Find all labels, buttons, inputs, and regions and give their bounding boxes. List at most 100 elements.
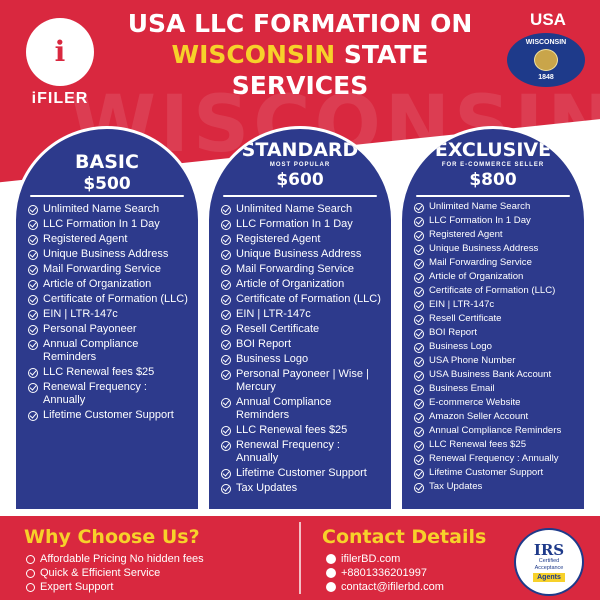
plan-feature-text: EIN | LTR-147c — [43, 308, 118, 320]
footer-band: Why Choose Us? Affordable Pricing No hid… — [0, 516, 600, 600]
plan-feature-text: Business Email — [429, 383, 495, 394]
plan-feature-item: Personal Payoneer — [28, 323, 190, 336]
irs-badge: IRS Certified Acceptance Agents — [514, 528, 584, 596]
check-circle-icon — [414, 231, 424, 241]
plan-feature-item: Mail Forwarding Service — [28, 263, 190, 276]
plan-feature-text: LLC Formation In 1 Day — [429, 215, 531, 226]
contact-phone[interactable]: +8801336201997 — [326, 566, 444, 580]
plan-feature-text: Renewal Frequency : Annually — [429, 453, 559, 464]
plan-feature-text: Lifetime Customer Support — [429, 467, 544, 478]
check-circle-icon — [221, 398, 231, 408]
plan-feature-item: LLC Formation In 1 Day — [414, 215, 576, 227]
flag-year: 1848 — [538, 74, 554, 81]
plan-feature-item: Business Logo — [221, 353, 383, 366]
check-circle-icon — [28, 280, 38, 290]
plan-feature-text: LLC Renewal fees $25 — [236, 424, 348, 436]
check-circle-icon — [28, 368, 38, 378]
plan-feature-item: Unique Business Address — [221, 248, 383, 261]
plan-feature-item: Amazon Seller Account — [414, 411, 576, 423]
plan-feature-text: E-commerce Website — [429, 397, 521, 408]
plan-feature-item: LLC Formation In 1 Day — [221, 218, 383, 231]
whatsapp-icon — [326, 568, 336, 578]
check-circle-icon — [221, 325, 231, 335]
footer-divider — [299, 522, 301, 594]
check-circle-icon — [414, 427, 424, 437]
plan-feature-text: Annual Compliance Reminders — [43, 338, 139, 363]
plan-feature-text: Unlimited Name Search — [236, 203, 353, 215]
plan-subtitle: MOST POPULAR — [269, 162, 331, 168]
logo-text: iFILER — [31, 90, 89, 107]
contact-text[interactable]: ifilerBD.com — [341, 553, 401, 565]
plan-price: $500 — [83, 174, 131, 194]
check-circle-icon — [28, 325, 38, 335]
check-circle-icon — [28, 310, 38, 320]
plan-feature-text: Article of Organization — [236, 278, 345, 290]
plan-feature-text: BOI Report — [236, 338, 292, 350]
check-circle-icon — [414, 357, 424, 367]
plan-feature-item: USA Business Bank Account — [414, 369, 576, 381]
why-item-text: Affordable Pricing No hidden fees — [40, 553, 204, 565]
check-circle-icon — [221, 469, 231, 479]
plan-feature-text: Mail Forwarding Service — [236, 263, 354, 275]
check-circle-icon — [221, 250, 231, 260]
check-circle-icon — [414, 469, 424, 479]
check-circle-icon — [28, 265, 38, 275]
plan-divider — [223, 195, 377, 197]
plan-feature-text: Annual Compliance Reminders — [429, 425, 562, 436]
plan-feature-item: Annual Compliance Reminders — [221, 396, 383, 422]
check-circle-icon — [414, 217, 424, 227]
globe-icon — [326, 554, 336, 564]
plan-feature-item: Registered Agent — [221, 233, 383, 246]
contact-email[interactable]: contact@ifilerbd.com — [326, 580, 444, 594]
check-circle-icon — [221, 280, 231, 290]
check-circle-icon — [28, 220, 38, 230]
plan-name: EXCLUSIVE — [434, 139, 552, 161]
plan-feature-text: USA Business Bank Account — [429, 369, 552, 380]
plan-feature-text: Certificate of Formation (LLC) — [43, 293, 188, 305]
irs-badge-band: Agents — [533, 572, 565, 582]
irs-badge-title: IRS — [533, 540, 565, 559]
check-circle-icon — [28, 411, 38, 421]
plan-feature-text: Resell Certificate — [429, 313, 502, 324]
plan-feature-text: Article of Organization — [43, 278, 152, 290]
check-circle-icon — [414, 343, 424, 353]
list-item: Affordable Pricing No hidden fees — [26, 552, 204, 566]
plan-card-standard[interactable]: STANDARD MOST POPULAR $600 Unlimited Nam… — [206, 126, 394, 512]
check-circle-icon — [28, 295, 38, 305]
check-circle-icon — [221, 235, 231, 245]
plan-feature-item: Article of Organization — [28, 278, 190, 291]
check-circle-icon — [221, 310, 231, 320]
plan-feature-text: Unlimited Name Search — [429, 201, 531, 212]
plan-feature-text: Renewal Frequency : Annually — [236, 439, 340, 464]
plan-feature-text: Personal Payoneer — [43, 323, 137, 335]
plan-feature-item: Lifetime Customer Support — [221, 467, 383, 480]
check-circle-icon — [221, 220, 231, 230]
check-circle-icon — [221, 295, 231, 305]
plan-feature-item: LLC Renewal fees $25 — [221, 424, 383, 437]
plan-feature-item: Renewal Frequency : Annually — [221, 439, 383, 465]
plan-feature-text: LLC Renewal fees $25 — [43, 366, 155, 378]
plan-feature-item: Certificate of Formation (LLC) — [28, 293, 190, 306]
plan-header: STANDARD MOST POPULAR $600 — [209, 139, 391, 191]
check-circle-icon — [28, 250, 38, 260]
plan-feature-item: Mail Forwarding Service — [414, 257, 576, 269]
plan-header: BASIC $500 — [16, 139, 198, 195]
plan-feature-text: Business Logo — [429, 341, 492, 352]
plan-card-exclusive[interactable]: EXCLUSIVE FOR E-COMMERCE SELLER $800 Unl… — [399, 126, 587, 512]
contact-website[interactable]: ifilerBD.com — [326, 552, 444, 566]
check-circle-icon — [28, 205, 38, 215]
plan-price: $600 — [276, 170, 324, 190]
contact-list: ifilerBD.com +8801336201997 contact@ifil… — [326, 552, 444, 594]
contact-text[interactable]: contact@ifilerbd.com — [341, 581, 444, 593]
check-circle-icon — [221, 484, 231, 494]
check-icon — [26, 582, 35, 592]
plan-feature-text: Lifetime Customer Support — [236, 467, 367, 479]
ifiler-logo[interactable]: i — [26, 18, 94, 86]
check-circle-icon — [221, 265, 231, 275]
irs-badge-line2: Acceptance — [534, 564, 564, 571]
contact-text[interactable]: +8801336201997 — [341, 567, 427, 579]
